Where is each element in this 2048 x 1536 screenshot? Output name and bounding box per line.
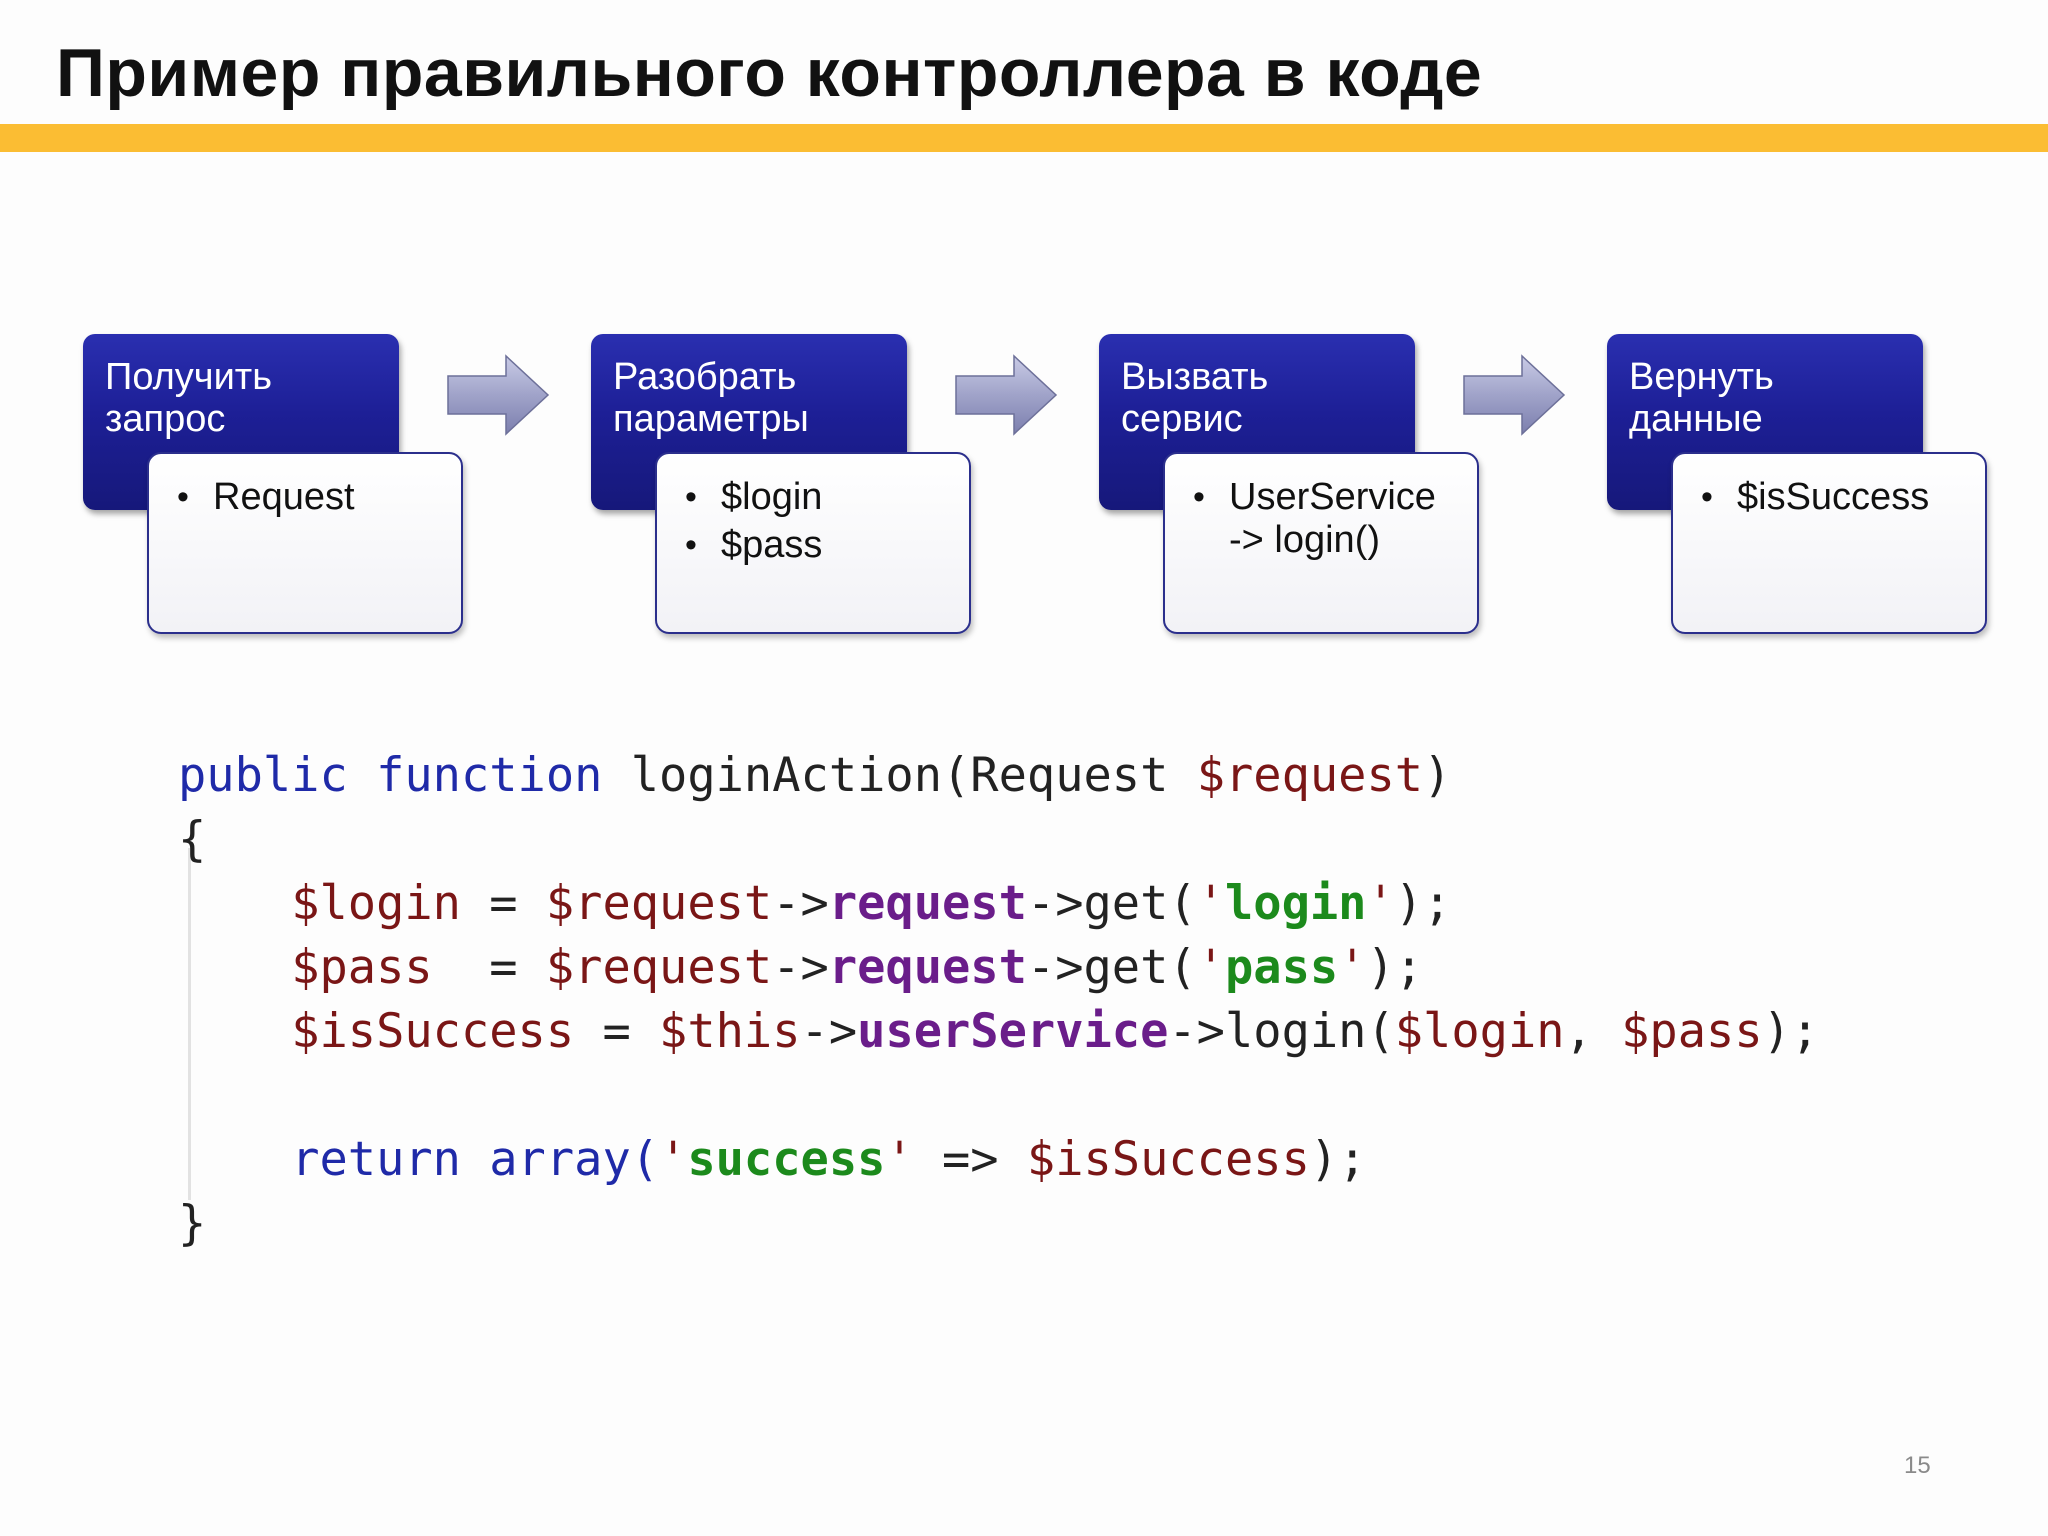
step-header: Вызвать сервис bbox=[1099, 334, 1415, 510]
code-variable: $pass bbox=[291, 940, 433, 995]
code-quote: ' bbox=[1338, 940, 1367, 995]
indent-guide bbox=[188, 848, 191, 1200]
code-operator: -> bbox=[772, 940, 829, 995]
step-header-text: Разобрать параметры bbox=[613, 356, 809, 440]
code-function-name: loginAction(Request bbox=[630, 748, 1169, 803]
code-brace: } bbox=[178, 1196, 207, 1251]
code-punctuation: ); bbox=[1309, 1132, 1367, 1187]
process-step-1: Получить запрос Request bbox=[83, 334, 463, 636]
code-method-call: ->get( bbox=[1026, 940, 1197, 995]
code-punctuation: , bbox=[1564, 1004, 1622, 1059]
code-method-call: ->login( bbox=[1168, 1004, 1395, 1059]
step-header-text: Вызвать сервис bbox=[1121, 356, 1269, 440]
step-details-card: UserService -> login() bbox=[1163, 452, 1479, 634]
code-variable: $login bbox=[1394, 1004, 1565, 1059]
bullet-item: $login bbox=[685, 476, 959, 519]
step-details-card: $isSuccess bbox=[1671, 452, 1987, 634]
bullet-item: Request bbox=[177, 476, 451, 519]
bullet-list: $login $pass bbox=[685, 476, 959, 567]
code-function-call: array( bbox=[489, 1132, 660, 1187]
code-variable: $login bbox=[291, 876, 461, 931]
bullet-list: Request bbox=[177, 476, 451, 519]
code-string: pass bbox=[1224, 940, 1339, 995]
code-quote: ' bbox=[1196, 876, 1225, 931]
code-punctuation: ); bbox=[1394, 876, 1452, 931]
code-variable: $request bbox=[1196, 748, 1424, 803]
code-block: public function loginAction(Request $req… bbox=[178, 746, 1898, 1276]
code-quote: ' bbox=[1366, 876, 1395, 931]
code-property: userService bbox=[857, 1004, 1169, 1059]
code-operator: = bbox=[432, 940, 546, 995]
page-number: 15 bbox=[1904, 1452, 1931, 1479]
bullet-list: $isSuccess bbox=[1701, 476, 1975, 519]
code-property: request bbox=[828, 876, 1027, 931]
code-variable: $request bbox=[545, 876, 773, 931]
code-quote: ' bbox=[659, 1132, 688, 1187]
title-accent-bar bbox=[0, 124, 2048, 152]
code-string: login bbox=[1224, 876, 1367, 931]
code-keyword: function bbox=[376, 748, 603, 803]
code-variable: $pass bbox=[1621, 1004, 1763, 1059]
code-punctuation: ); bbox=[1762, 1004, 1820, 1059]
code-line-is-success: $isSuccess = $this->userService->login($… bbox=[178, 1002, 1819, 1062]
bullet-item: $pass bbox=[685, 524, 959, 567]
code-operator: => bbox=[913, 1132, 1027, 1187]
arrow-right-icon bbox=[955, 354, 1058, 436]
code-property: request bbox=[828, 940, 1027, 995]
code-brace: { bbox=[178, 812, 207, 867]
step-details-card: Request bbox=[147, 452, 463, 634]
slide-title: Пример правильного контроллера в коде bbox=[56, 35, 1483, 111]
code-operator: -> bbox=[772, 876, 829, 931]
bullet-item: UserService -> login() bbox=[1193, 476, 1467, 562]
bullet-item: $isSuccess bbox=[1701, 476, 1975, 519]
code-punctuation: ) bbox=[1423, 748, 1452, 803]
code-operator: = bbox=[460, 876, 546, 931]
code-line-signature: public function loginAction(Request $req… bbox=[178, 746, 1451, 806]
code-line-return: return array('success' => $isSuccess); bbox=[178, 1130, 1366, 1190]
code-punctuation: ); bbox=[1366, 940, 1424, 995]
arrow-right-icon bbox=[447, 354, 550, 436]
arrow-right-icon bbox=[1463, 354, 1566, 436]
code-method-call: ->get( bbox=[1026, 876, 1197, 931]
code-operator: -> bbox=[800, 1004, 858, 1059]
code-string: success bbox=[687, 1132, 886, 1187]
process-step-2: Разобрать параметры $login $pass bbox=[591, 334, 971, 636]
step-details-card: $login $pass bbox=[655, 452, 971, 634]
code-keyword: public bbox=[178, 748, 348, 803]
code-line-close-brace: } bbox=[178, 1194, 206, 1254]
code-line-open-brace: { bbox=[178, 810, 206, 870]
code-quote: ' bbox=[885, 1132, 914, 1187]
process-step-4: Вернуть данные $isSuccess bbox=[1607, 334, 1987, 636]
code-variable: $request bbox=[545, 940, 773, 995]
step-header-text: Вернуть данные bbox=[1629, 356, 1774, 440]
code-operator: = bbox=[574, 1004, 660, 1059]
process-step-3: Вызвать сервис UserService -> login() bbox=[1099, 334, 1479, 636]
code-variable: $this bbox=[659, 1004, 801, 1059]
code-variable: $isSuccess bbox=[1026, 1132, 1310, 1187]
code-line-login: $login = $request->request->get('login')… bbox=[178, 874, 1451, 934]
bullet-list: UserService -> login() bbox=[1193, 476, 1467, 562]
code-variable: $isSuccess bbox=[291, 1004, 575, 1059]
step-header-text: Получить запрос bbox=[105, 356, 273, 440]
code-line-pass: $pass = $request->request->get('pass'); bbox=[178, 938, 1423, 998]
code-quote: ' bbox=[1196, 940, 1225, 995]
code-keyword: return bbox=[291, 1132, 461, 1187]
